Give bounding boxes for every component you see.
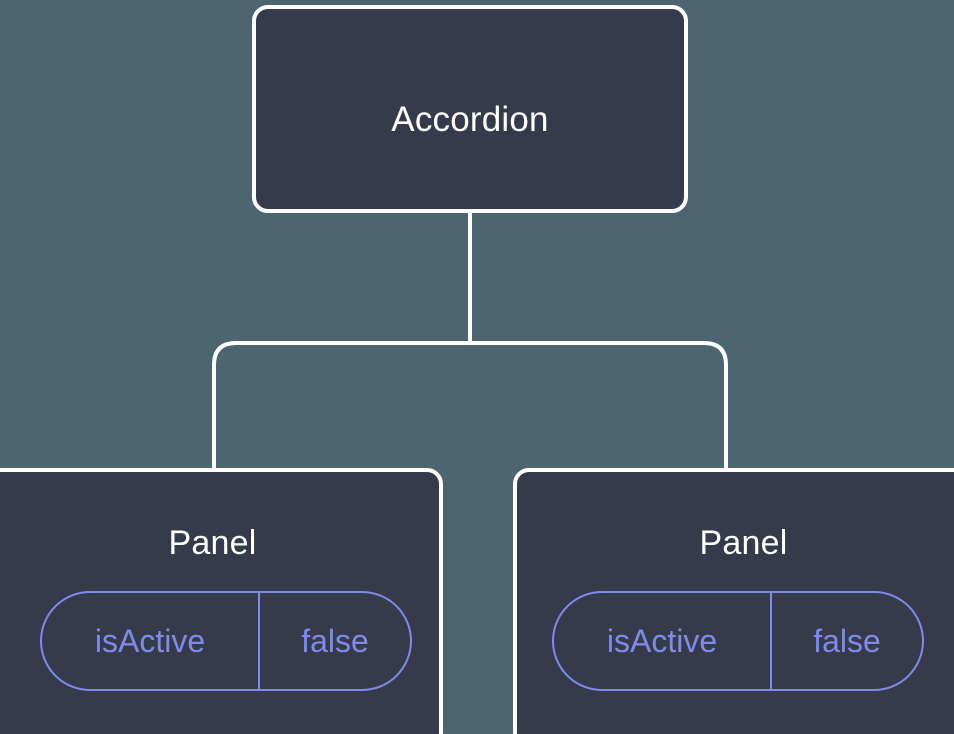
node-panel-1-label: Panel bbox=[699, 524, 788, 562]
prop-value-is-active-0: false bbox=[258, 593, 410, 689]
edge-accordion-to-panel-1 bbox=[470, 341, 728, 470]
node-accordion[interactable]: Accordion bbox=[252, 5, 688, 213]
node-panel-0-label: Panel bbox=[168, 524, 257, 562]
node-panel-0[interactable]: Panel isActive false bbox=[0, 468, 443, 734]
prop-value-is-active-1: false bbox=[770, 593, 922, 689]
prop-key-is-active-0: isActive bbox=[94, 623, 206, 659]
prop-pill-is-active-0[interactable]: isActive false bbox=[40, 591, 412, 691]
node-panel-1[interactable]: Panel isActive false bbox=[513, 468, 954, 734]
prop-pill-is-active-1[interactable]: isActive false bbox=[552, 591, 924, 691]
node-accordion-label: Accordion bbox=[391, 100, 549, 139]
prop-key-is-active-1: isActive bbox=[606, 623, 718, 659]
edge-accordion-to-panel-0 bbox=[212, 341, 470, 470]
